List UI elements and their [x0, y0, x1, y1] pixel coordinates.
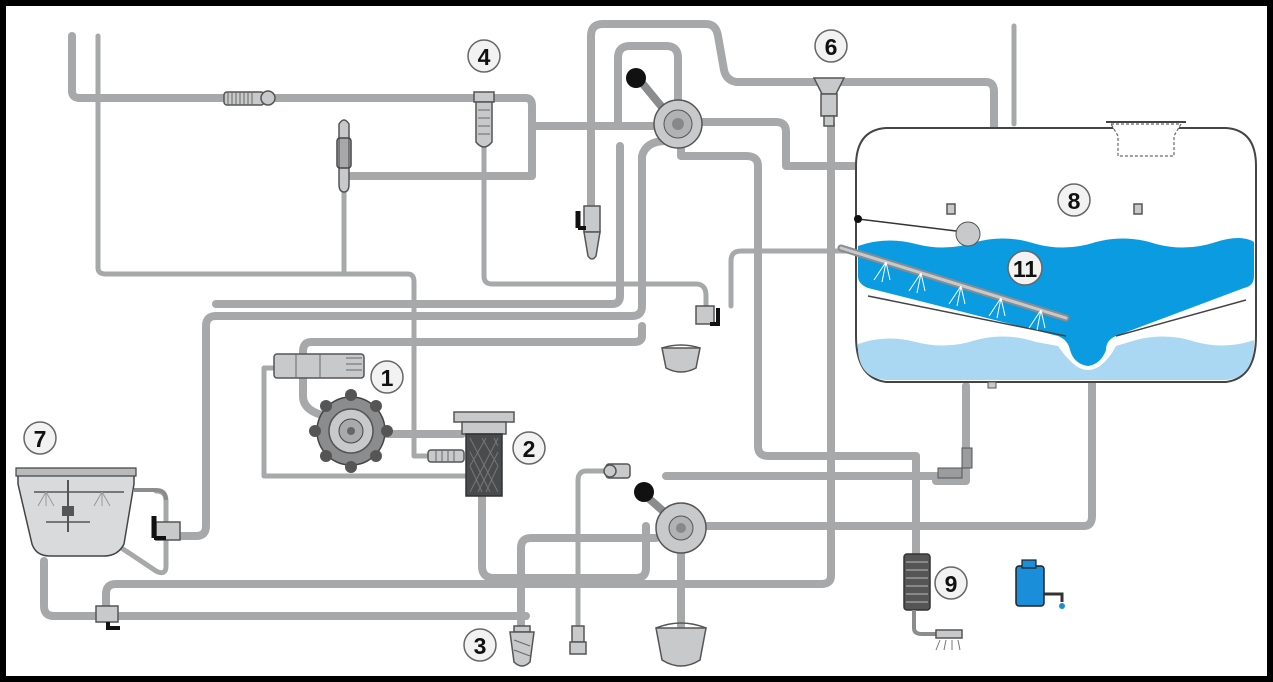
- label-8-text: 8: [1068, 188, 1081, 214]
- canister-icon: [1015, 559, 1065, 609]
- bucket-icon: [661, 344, 701, 373]
- pressure-valve-icon: [473, 91, 495, 148]
- hose-reel-icon: [903, 553, 963, 651]
- pipe-tank-drain: [662, 382, 970, 485]
- main-tank-icon: [854, 121, 1257, 389]
- label-9-text: 9: [945, 571, 958, 597]
- pressure-gauge-icon: [336, 119, 352, 193]
- hopper-outlet-valve-icon: [95, 605, 120, 630]
- pipe-suction-3: [517, 534, 660, 630]
- pipe-pump-feed: [299, 322, 646, 420]
- label-3-text: 3: [474, 633, 487, 659]
- label-6-text: 6: [825, 34, 838, 60]
- pipe-bottom-return: [102, 120, 835, 610]
- label-4: 4: [467, 39, 501, 73]
- suction-filter-icon: [427, 449, 465, 463]
- large-bucket-icon: [655, 622, 707, 667]
- pipe-agitator-feed: [728, 248, 869, 309]
- pipe-hopper-outlet: [40, 557, 530, 620]
- sprayer-plumbing-diagram: 1 2 3 4 6 7 8 9 11: [15, 20, 1257, 667]
- inline-filter-icon: [223, 90, 276, 106]
- pipe-pump-bypass: [261, 365, 477, 479]
- label-11-text: 11: [1013, 256, 1038, 282]
- label-7: 7: [23, 421, 57, 455]
- drain-valve-icon: [575, 205, 601, 260]
- pipe-bottom-valve-to-tank: [702, 362, 1096, 530]
- agitator-bar-icon: [837, 244, 1070, 331]
- label-3: 3: [463, 628, 497, 662]
- outlet-nozzle-icon: [569, 625, 587, 655]
- label-1: 1: [370, 360, 404, 394]
- agitator-valve-icon: [695, 305, 720, 326]
- pipe-valve-loop: [614, 42, 682, 128]
- pipe-valve-small-drop: [575, 468, 609, 629]
- label-11: 11: [1007, 250, 1043, 286]
- pipe-top-loop: [587, 20, 998, 310]
- label-8: 8: [1057, 183, 1091, 217]
- three-way-valve-icon: [626, 68, 703, 149]
- label-6: 6: [814, 29, 848, 63]
- flow-valve-icon: [812, 77, 846, 127]
- pipe-to-hose: [677, 134, 920, 560]
- pipe-top-left-feed: [68, 32, 536, 180]
- label-4-text: 4: [478, 44, 491, 70]
- label-7-text: 7: [34, 426, 47, 452]
- bottom-three-way-valve-icon: [634, 482, 707, 554]
- label-1-text: 1: [381, 365, 394, 391]
- check-valve-icon: [603, 463, 631, 479]
- induction-hopper-icon: [15, 467, 181, 557]
- tank-drain-connector-icon: [937, 447, 973, 479]
- pipe-filter-to-valve: [478, 492, 650, 582]
- label-2: 2: [512, 431, 546, 465]
- suction-strainer-icon: [509, 625, 535, 667]
- diagram-frame: 1 2 3 4 6 7 8 9 11: [4, 4, 1269, 678]
- pipe-gauge4-drop: [481, 143, 709, 317]
- pipe-left-drop: [95, 33, 439, 459]
- pipe-main-supply: [177, 137, 670, 540]
- label-9: 9: [934, 566, 968, 600]
- pipe-to-tank-top: [692, 118, 1142, 210]
- pipe-return-a: [212, 142, 624, 308]
- filter-icon: [453, 411, 515, 497]
- label-2-text: 2: [523, 436, 536, 462]
- pump-icon: [273, 353, 393, 473]
- pipe-network: [40, 20, 1142, 630]
